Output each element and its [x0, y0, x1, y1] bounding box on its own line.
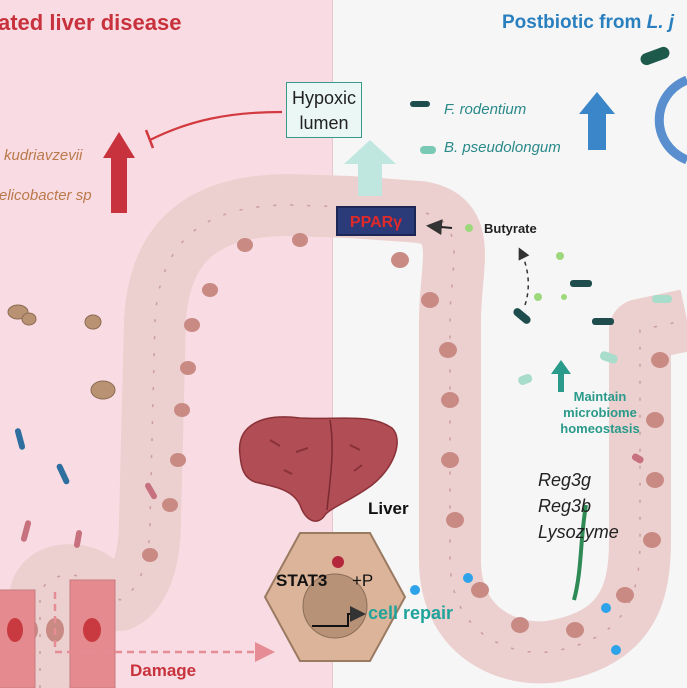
secretion-arrow	[572, 504, 588, 601]
ppar-gamma-box: PPARγ	[336, 206, 416, 236]
damaged-cells	[0, 579, 116, 688]
stat3-label: STAT3	[276, 571, 328, 590]
up-arrow-teal	[551, 360, 571, 392]
damage-label: Damage	[130, 661, 197, 680]
postbiotic-species: L. j	[646, 12, 675, 33]
hypoxic-up-arrow	[344, 140, 396, 196]
cell-nuclei	[22, 233, 669, 642]
postbiotic-title: Postbiotic from L. j	[502, 12, 674, 34]
up-arrow-red	[103, 132, 135, 213]
inhibition-arrow	[149, 110, 283, 141]
damage-arrow	[53, 592, 275, 662]
hypoxic-label-line1: Hypoxic	[291, 88, 357, 108]
hypoxic-lumen-box: Hypoxic lumen	[286, 82, 362, 138]
inhibition-bar	[144, 129, 155, 149]
up-arrow-blue	[579, 92, 615, 150]
butyrate-molecules	[465, 224, 567, 301]
postbiotic-title-prefix: Postbiotic from	[502, 12, 642, 33]
antimicrobial-dots	[410, 573, 621, 655]
right-bacteria-icons	[410, 46, 672, 464]
left-bacteria-icons	[14, 428, 157, 548]
gene-reg3b: Reg3b	[538, 496, 592, 516]
maintain-homeostasis-label: Maintain microbiome homeostasis	[560, 389, 640, 436]
cell-icon	[263, 532, 407, 662]
lumen-particles	[7, 304, 116, 400]
liver-icon	[238, 416, 398, 522]
phosphorylation-label: +P	[352, 571, 374, 590]
postbiotic-swirl	[654, 75, 687, 165]
gene-reg3g: Reg3g	[538, 470, 592, 490]
liver-label: Liver	[368, 499, 409, 518]
gene-lysozyme: Lysozyme	[538, 522, 619, 542]
bacteria-label-kudriavzevii: kudriavzevii	[4, 147, 83, 164]
disease-title: ated liver disease	[0, 10, 182, 35]
hypoxic-label-line2: lumen	[299, 113, 349, 133]
bacteria-label-pseudolongum: B. pseudolongum	[444, 139, 561, 156]
bacteria-label-rodentium: F. rodentium	[444, 101, 527, 118]
butyrate-dashed-arrow	[518, 247, 530, 306]
cell-repair-label: cell repair	[368, 603, 454, 623]
panel-divider	[332, 0, 333, 688]
butyrate-label: Butyrate	[484, 221, 537, 236]
intestinal-villus	[9, 174, 687, 688]
bacteria-label-helicobacter: elicobacter sp	[0, 187, 92, 204]
butyrate-to-ppar-arrow	[426, 219, 453, 236]
